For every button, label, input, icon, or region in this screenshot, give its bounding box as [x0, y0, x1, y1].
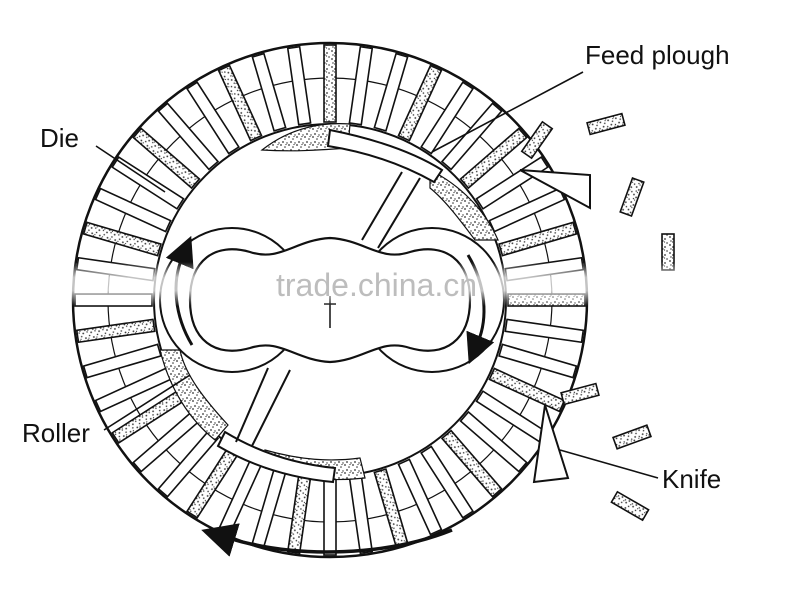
- die-hole: [286, 45, 312, 126]
- feed-plough-arm-bottom: [216, 430, 337, 484]
- plough-strut-bottom: [235, 367, 269, 443]
- die-hole: [488, 367, 566, 413]
- die-hole: [397, 64, 443, 142]
- die-hole: [132, 127, 201, 190]
- die-rotation-arrow: [201, 523, 453, 557]
- die-hole: [111, 155, 185, 210]
- die-hole: [498, 221, 578, 257]
- die-hole: [397, 458, 443, 536]
- plough-strut-top-2: [377, 177, 421, 249]
- plough-strut-bottom-2: [251, 369, 291, 447]
- die-hole: [420, 81, 475, 155]
- label-knife: Knife: [662, 464, 722, 494]
- pellet: [560, 382, 600, 406]
- die-hole: [348, 474, 374, 555]
- watermark-text: trade.china.cn: [276, 267, 478, 303]
- die-hole: [185, 81, 240, 155]
- feed-plough-arm-top: [326, 128, 444, 184]
- die-hole: [498, 343, 578, 379]
- pellet: [619, 177, 645, 217]
- label-roller: Roller: [22, 418, 90, 448]
- leader-feed-plough: [431, 71, 584, 153]
- die-hole: [373, 52, 409, 132]
- feed-material-left: [159, 349, 229, 441]
- die-hole: [82, 221, 162, 257]
- die-hole: [440, 429, 503, 498]
- die-hole: [251, 52, 287, 132]
- label-die: Die: [40, 123, 80, 153]
- knife-top: [519, 169, 591, 210]
- feed-material-right: [429, 169, 499, 241]
- die-hole: [488, 187, 566, 233]
- die-hole: [75, 318, 156, 344]
- die-hole: [323, 44, 337, 123]
- knife-bottom: [532, 404, 570, 484]
- die-hole: [420, 445, 475, 519]
- die-hole: [251, 468, 287, 548]
- die-hole: [286, 474, 312, 555]
- pellet: [520, 120, 554, 160]
- pellet: [612, 424, 652, 450]
- pellet: [610, 490, 650, 522]
- plough-strut-top: [361, 171, 403, 241]
- die-hole: [348, 45, 374, 126]
- leader-knife: [559, 449, 659, 479]
- label-feed-plough: Feed plough: [585, 40, 730, 70]
- die-hole: [459, 410, 528, 473]
- pellet: [586, 112, 626, 136]
- die-hole: [323, 477, 337, 556]
- watermark-band: [70, 262, 710, 306]
- leader-roller: [103, 374, 191, 431]
- leader-die: [95, 145, 166, 193]
- die-hole: [157, 102, 220, 171]
- die-hole: [459, 127, 528, 190]
- pellets: [520, 112, 675, 522]
- die-hole: [94, 187, 172, 233]
- die-hole: [217, 64, 263, 142]
- die-hole: [504, 318, 585, 344]
- die-hole: [82, 343, 162, 379]
- die-hole: [373, 468, 409, 548]
